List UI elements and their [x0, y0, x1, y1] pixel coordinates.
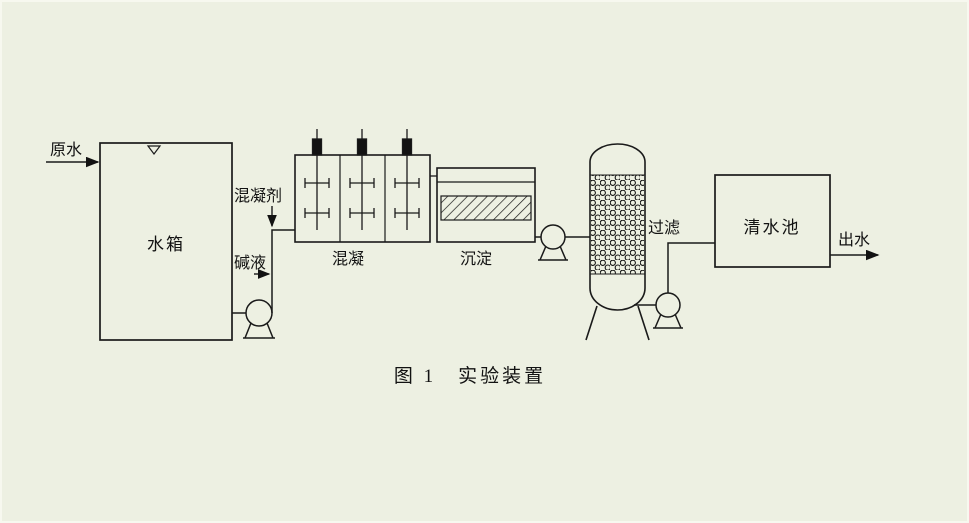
- pipe-pump1-to-coagulation: [271, 229, 295, 313]
- sedimentation-label: 沉淀: [460, 250, 492, 268]
- raw-water-label: 原水: [50, 141, 82, 159]
- filter-legs: [585, 305, 650, 341]
- raw-water-inlet: 原水: [46, 141, 100, 168]
- figure-caption: 图 1 实验装置: [394, 365, 546, 387]
- pump-stand: [243, 322, 275, 339]
- pipe: [667, 242, 715, 293]
- pump-2-icon: [535, 224, 590, 261]
- sedimentation-body: [436, 167, 536, 243]
- clear-water-body: [714, 174, 831, 268]
- pump-stand: [538, 245, 568, 261]
- filtration-label: 过滤: [648, 219, 680, 237]
- pipe: [271, 229, 295, 313]
- stirrer-icon: [349, 129, 375, 230]
- filter-media: [591, 175, 644, 274]
- alkali-dosing: 碱液: [234, 254, 271, 279]
- water-tank-label: 水箱: [147, 235, 185, 254]
- clear-water-label: 清水池: [744, 218, 801, 237]
- filter-dome-top: [589, 143, 646, 163]
- stirrer-icon: [394, 129, 420, 230]
- sedimentation-tank: 沉淀: [430, 167, 536, 268]
- water-level-icon: [146, 145, 162, 155]
- alkali-label: 碱液: [234, 254, 266, 272]
- coagulation-label: 混凝: [332, 250, 364, 268]
- pipe-pump3-to-clearwater: [667, 242, 715, 293]
- water-tank: 水箱: [99, 142, 233, 341]
- inclined-plate-pack: [440, 195, 532, 221]
- stirrer-icon: [304, 129, 330, 230]
- stirrer-motor: [311, 138, 323, 156]
- coagulant-label: 混凝剂: [234, 187, 282, 205]
- pump-circle: [540, 224, 566, 250]
- pump-circle: [655, 292, 681, 318]
- filter-cone-bottom: [589, 287, 646, 311]
- coagulant-dosing: 混凝剂: [234, 187, 282, 228]
- stirrer-motor: [401, 138, 413, 156]
- effluent-label: 出水: [838, 231, 870, 249]
- clear-water-tank: 清水池: [714, 174, 831, 268]
- filter-column: 过滤: [585, 143, 680, 341]
- coagulation-tank: 混凝: [294, 129, 431, 268]
- pump-stand: [653, 313, 683, 329]
- pump-circle: [245, 299, 273, 327]
- stirrer-motor: [356, 138, 368, 156]
- water-tank-body: [99, 142, 233, 341]
- effluent-outlet: 出水: [830, 231, 880, 261]
- pump-1-icon: [232, 299, 275, 339]
